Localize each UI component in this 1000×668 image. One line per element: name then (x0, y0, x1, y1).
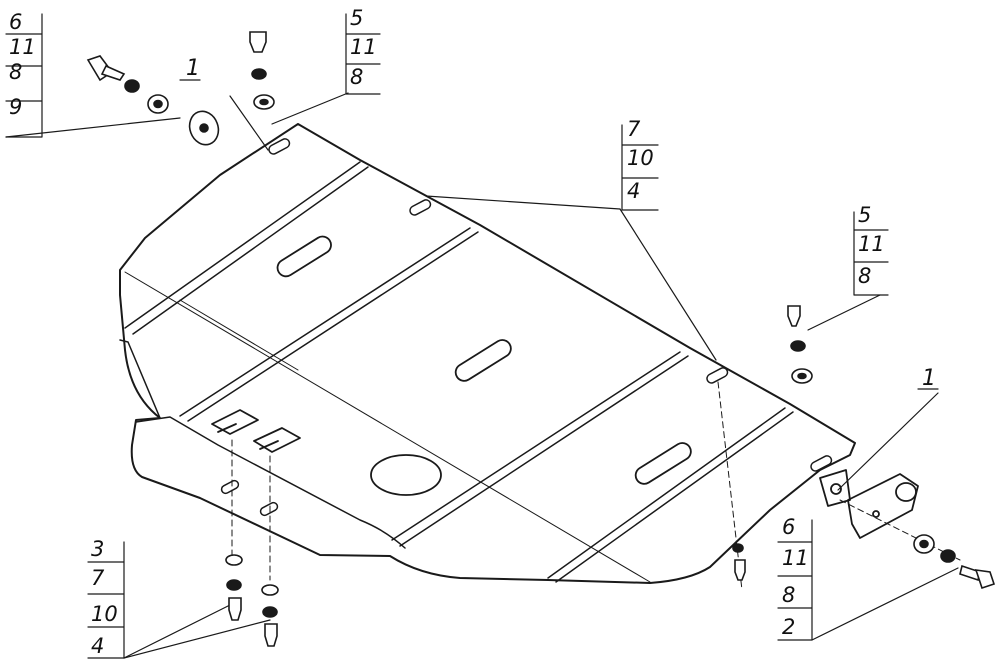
part-label-right: 1 (922, 366, 936, 391)
bolt-right-upper (787, 305, 813, 384)
callout-number: 2 (782, 615, 796, 639)
callout-bottom-right: 6 11 8 2 (779, 515, 809, 640)
skid-plate-front-flange (135, 416, 406, 549)
callout-number: 6 (9, 10, 23, 34)
bolt-axes (231, 381, 961, 591)
callout-number: 10 (91, 602, 118, 626)
callout-number: 8 (782, 583, 796, 607)
centerline (124, 271, 651, 583)
oval-slots (276, 235, 692, 485)
part-label-left: 1 (186, 56, 200, 81)
callout-number: 3 (91, 537, 105, 561)
callout-number: 6 (782, 515, 796, 539)
callout-number: 8 (9, 60, 23, 84)
bolt-center-right (732, 543, 746, 581)
callout-top-center: 5 11 8 (347, 6, 377, 90)
rectangular-tabs (211, 409, 301, 453)
callout-number: 7 (627, 117, 641, 141)
oval-slot (454, 339, 512, 382)
callout-number: 10 (627, 146, 654, 170)
callout-number: 11 (782, 546, 809, 570)
mounting-slots (220, 138, 833, 517)
callout-bottom-left: 3 7 10 4 (88, 537, 118, 659)
callout-center-top: 7 10 4 (624, 117, 654, 204)
leader-lines (5, 92, 959, 659)
spring-washer (124, 79, 140, 93)
callout-right-upper: 5 11 8 (855, 203, 885, 289)
callout-number: 11 (350, 35, 377, 59)
callout-number: 11 (858, 232, 885, 256)
callout-number: 5 (350, 6, 364, 30)
callout-number: 8 (350, 65, 364, 89)
bolt-bottom-right (913, 534, 996, 590)
drain-hole (370, 454, 442, 496)
bolt-top-center (249, 31, 275, 110)
stiffening-ribs (124, 161, 794, 583)
callout-number: 9 (9, 95, 23, 119)
callout-number: 4 (91, 634, 105, 658)
skid-plate-outline (119, 123, 856, 584)
oval-slot (276, 235, 332, 278)
callout-number: 8 (858, 264, 872, 288)
skid-plate-side-flange (119, 339, 161, 419)
oval-slot (634, 442, 692, 485)
callout-number: 11 (9, 35, 36, 59)
callout-number: 5 (858, 203, 872, 227)
bolt-top-left (86, 55, 220, 146)
callout-top-left: 6 11 8 9 (6, 10, 36, 120)
callout-frames (5, 13, 939, 659)
callout-number: 4 (627, 179, 641, 203)
bolt-bottom-left (225, 554, 279, 647)
right-bracket-plate (819, 469, 919, 539)
callout-number: 7 (91, 566, 105, 590)
